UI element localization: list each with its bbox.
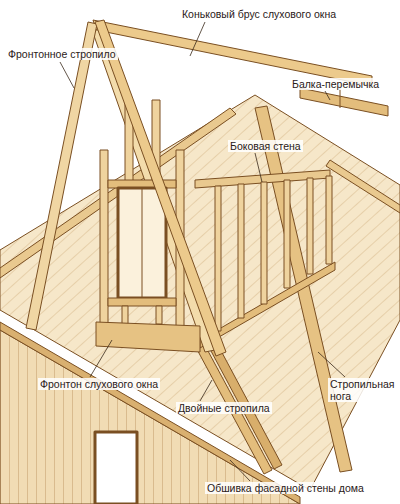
part-label: Фронтон слухового окна [38,378,160,390]
part-label: Обшивка фасадной стены дома [205,482,366,494]
part-label: Двойные стропила [176,402,272,414]
part-label: Фронтонное стропило [6,48,118,60]
part-label: Стропильная нога [328,378,400,402]
part-label: Боковая стена [228,140,303,152]
part-label: Коньковый брус слухового окна [180,8,338,20]
part-label: Балка-перемычка [290,78,381,90]
